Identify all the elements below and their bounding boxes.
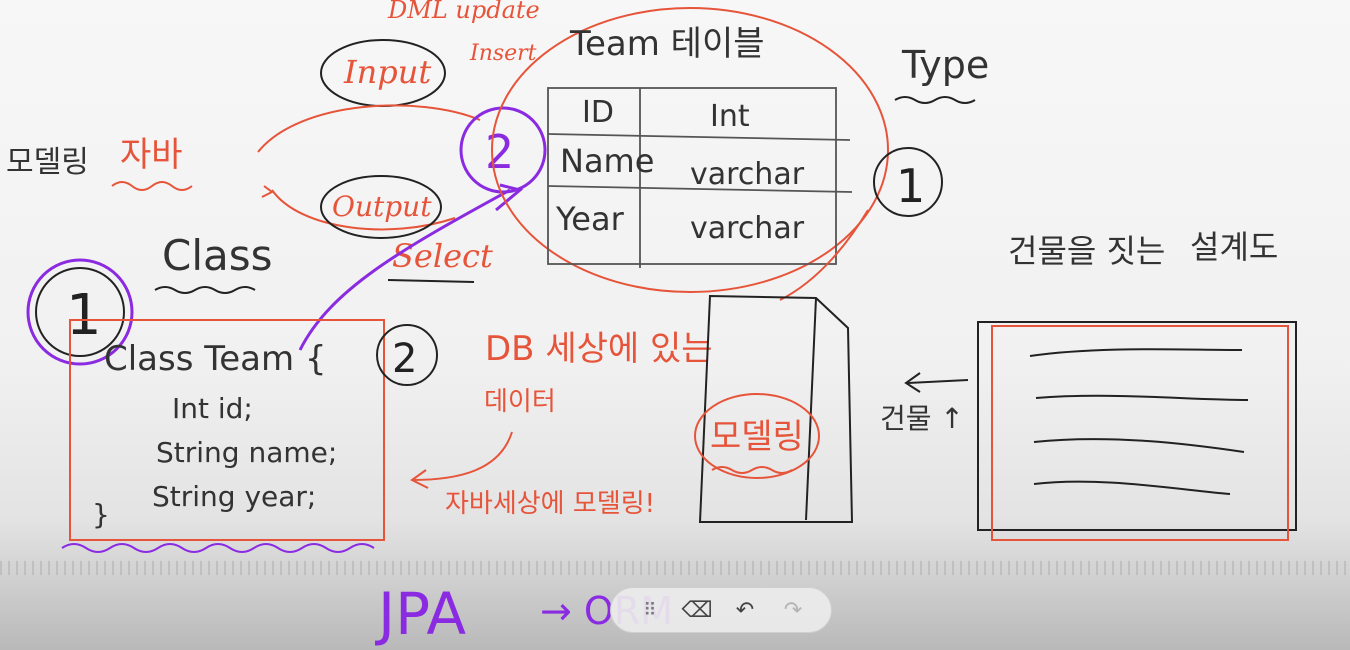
blueprint-label-2: 설계도 [1190, 228, 1278, 266]
building-link-arc [779, 209, 869, 301]
java-underline [111, 181, 193, 191]
class-underline [154, 286, 256, 294]
db-note-line-2: 데이터 [484, 387, 556, 417]
arrow-head-left [261, 185, 274, 198]
purple-number-2: 2 [485, 125, 514, 179]
class-line-2: String name; [156, 436, 337, 469]
modeling-oval [694, 393, 820, 479]
blueprint-arrow [907, 379, 969, 384]
purple-arrow-head [495, 183, 524, 212]
class-line-4: } [92, 498, 110, 531]
type-label: Type [901, 43, 989, 87]
db-arrow-note: 자바세상에 모델링! [445, 489, 655, 519]
modeling-underline [711, 466, 793, 474]
redo-icon[interactable]: ↷ [783, 597, 803, 623]
java-label: 자바 [120, 135, 183, 175]
table-number-1: 1 [896, 159, 925, 213]
blueprint-line-2 [1035, 394, 1249, 401]
black-circle-table-1 [873, 147, 943, 217]
team-table-row-2: Year varchar [555, 200, 805, 246]
row-type: varchar [690, 157, 805, 192]
undo-icon[interactable]: ↶ [735, 597, 755, 623]
blueprint-line-1 [1029, 348, 1243, 357]
class-line-0: Class Team { [104, 339, 327, 379]
select-text: Select [392, 237, 493, 275]
class-heading: Class [162, 231, 273, 280]
db-note-line-1: DB 세상에 있는 [485, 329, 713, 369]
drawing-toolbar: ⠿ ⌫ ↶ ↷ [610, 587, 832, 633]
db-arrow-head [410, 469, 429, 489]
row-name: Year [555, 200, 625, 238]
class-number-2: 2 [392, 336, 417, 382]
class-box-underline [61, 543, 375, 553]
row-name: ID [582, 95, 614, 130]
class-line-1: Int id; [172, 392, 253, 425]
output-text: Output [332, 190, 432, 223]
insert-text: Insert [469, 41, 537, 66]
blueprint-line-3 [1033, 438, 1245, 453]
building-left-note: 건물 ↑ [880, 402, 964, 435]
purple-circle-1 [26, 258, 134, 366]
drag-handle-icon[interactable]: ⠿ [643, 599, 656, 621]
modeling-label: 모델링 [6, 145, 89, 180]
db-arrow [411, 431, 513, 481]
dml-update-text: DML update [387, 0, 540, 24]
eraser-icon[interactable]: ⌫ [681, 597, 713, 623]
blueprint-line-4 [1033, 480, 1231, 495]
class-team-box [69, 319, 385, 541]
select-underline [387, 279, 475, 283]
team-table-circle [491, 7, 889, 293]
row-name: Name [560, 142, 654, 180]
input-text: Input [343, 53, 431, 91]
team-table-row-line-2 [547, 185, 853, 193]
row-type: Int [710, 99, 750, 134]
team-table-row-line-1 [547, 133, 851, 141]
jpa-label: JPA [375, 580, 466, 648]
purple-connector [298, 188, 511, 351]
purple-circle-2 [459, 106, 547, 194]
building-outline [698, 294, 854, 523]
black-circle-2 [376, 324, 438, 386]
output-oval [320, 175, 442, 239]
team-table-row-1: Name varchar [560, 142, 805, 192]
type-underline [894, 96, 976, 104]
blueprint-arrow-head [904, 372, 921, 393]
team-table-title: Team 테이블 [569, 24, 765, 64]
team-table-row-0: ID Int [582, 95, 750, 134]
row-type: varchar [690, 211, 805, 246]
flow-arc-top [257, 104, 481, 153]
blueprint-frame [977, 321, 1297, 531]
blueprint-label: 건물을 짓는 [1008, 232, 1165, 270]
class-line-3: String year; [152, 480, 316, 513]
timeline-scrubber[interactable] [0, 561, 1350, 575]
circle-number-1: 1 [66, 283, 102, 348]
black-circle-1 [35, 267, 125, 357]
building-modeling-label: 모델링 [710, 417, 804, 457]
building-edge [805, 297, 817, 521]
team-table-frame [547, 87, 837, 265]
blueprint-inner-frame [991, 325, 1289, 541]
